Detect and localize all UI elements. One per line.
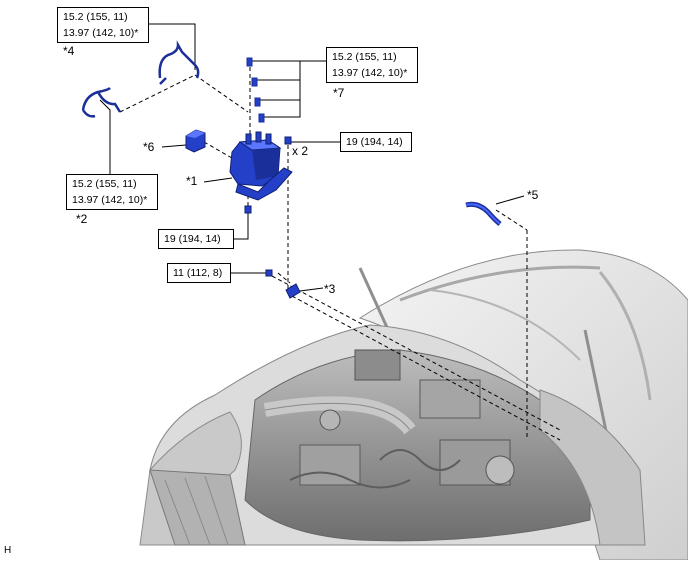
callout-2: *2 bbox=[76, 212, 88, 226]
leader-lines bbox=[99, 23, 525, 292]
brake-tube-2 bbox=[81, 87, 122, 118]
bracket-3 bbox=[285, 283, 301, 299]
bolt-small bbox=[244, 136, 292, 277]
torque-value-alt: 13.97 (142, 10)* bbox=[72, 194, 148, 206]
callout-7: *7 bbox=[333, 86, 345, 100]
torque-box-unions-7: 15.2 (155, 11) 13.97 (142, 10)* bbox=[326, 47, 418, 83]
callout-5: *5 bbox=[527, 188, 539, 202]
torque-value: 15.2 (155, 11) bbox=[332, 51, 397, 63]
callout-1: *1 bbox=[186, 174, 198, 188]
connector-6 bbox=[185, 129, 206, 153]
torque-value-alt: 13.97 (142, 10)* bbox=[63, 27, 139, 39]
torque-value: 11 (112, 8) bbox=[173, 267, 223, 279]
unions-bolts-7 bbox=[246, 57, 265, 123]
torque-box-bolt-bottom: 19 (194, 14) bbox=[158, 229, 234, 249]
torque-box-tube-2: 15.2 (155, 11) 13.97 (142, 10)* bbox=[66, 174, 158, 210]
dashed-lines bbox=[119, 60, 561, 441]
brake-tube-4 bbox=[158, 40, 200, 85]
callout-4: *4 bbox=[63, 44, 75, 58]
actuator-assembly-1 bbox=[229, 131, 293, 201]
hose-5 bbox=[465, 201, 502, 226]
callout-6: *6 bbox=[143, 140, 155, 154]
torque-box-bolt-right: 19 (194, 14) bbox=[340, 132, 412, 152]
torque-box-nut: 11 (112, 8) bbox=[167, 263, 231, 283]
torque-box-tube-4: 15.2 (155, 11) 13.97 (142, 10)* bbox=[57, 7, 149, 43]
torque-value: 19 (194, 14) bbox=[164, 233, 221, 245]
torque-value-alt: 13.97 (142, 10)* bbox=[332, 67, 408, 79]
callout-3: *3 bbox=[324, 282, 336, 296]
quantity-label: x 2 bbox=[292, 144, 309, 158]
vehicle-engine-bay bbox=[139, 249, 688, 561]
illustration-code: H bbox=[4, 545, 12, 556]
torque-value: 19 (194, 14) bbox=[346, 136, 403, 148]
torque-value: 15.2 (155, 11) bbox=[63, 11, 128, 23]
torque-value: 15.2 (155, 11) bbox=[72, 178, 137, 190]
